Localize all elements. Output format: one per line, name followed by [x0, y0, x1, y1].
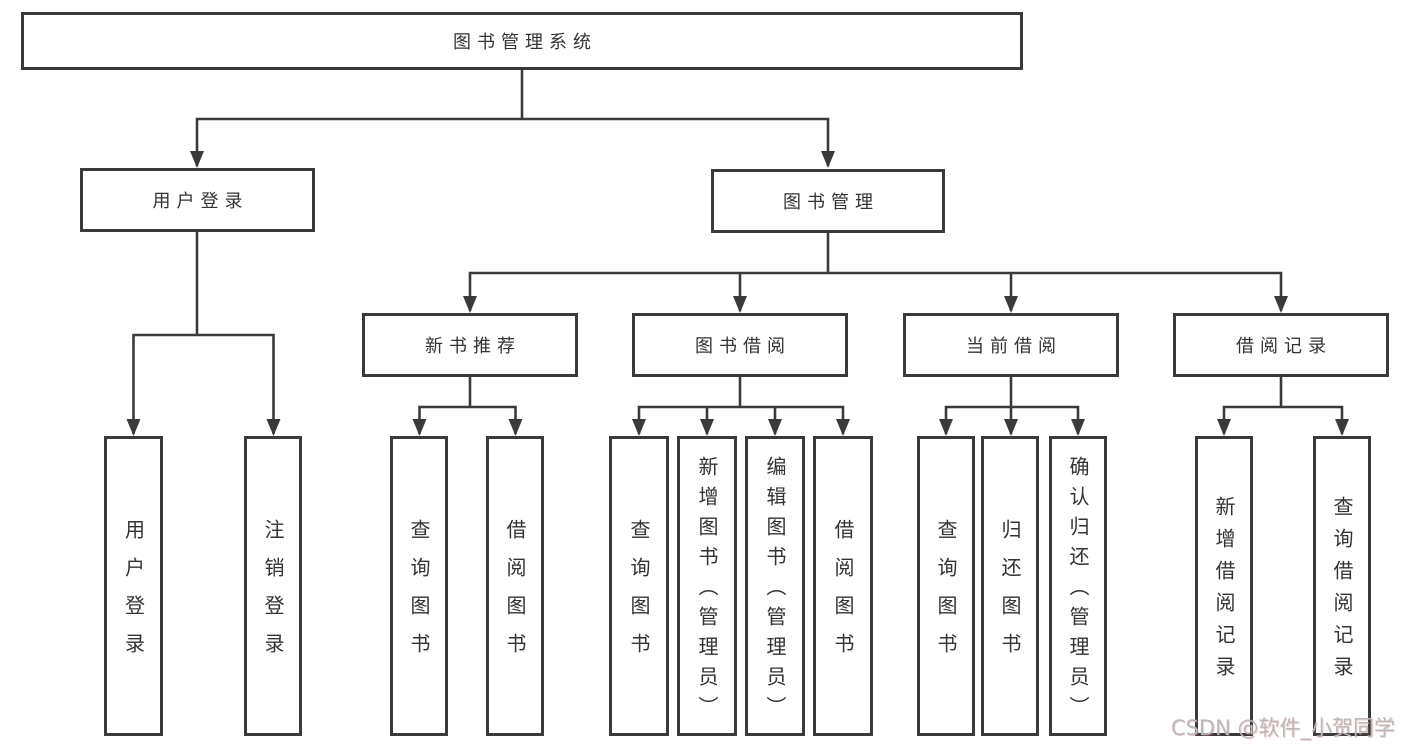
leaf-add-borrow-record-label: 新增借阅记录	[1212, 496, 1236, 688]
leaf-add-borrow-record: 新增借阅记录	[1195, 436, 1253, 736]
leaf-recommend-query-books-label: 查询图书	[407, 519, 431, 671]
leaf-logout: 注销登录	[244, 436, 302, 736]
csdn-watermark: CSDN @软件_小贺同学	[1170, 716, 1395, 740]
node-book-management: 图书管理	[711, 169, 945, 233]
node-current-borrow: 当前借阅	[903, 313, 1119, 377]
leaf-borrow-query-books-label: 查询图书	[627, 519, 651, 671]
leaf-return-books: 归还图书	[981, 436, 1039, 736]
node-new-book-recommend-label: 新书推荐	[425, 336, 521, 357]
leaf-return-books-label: 归还图书	[998, 519, 1022, 671]
leaf-query-borrow-record-label: 查询借阅记录	[1330, 496, 1354, 688]
leaf-confirm-return-admin-label: 确认归还（管理员）	[1066, 456, 1090, 726]
leaf-user-login-label: 用户登录	[121, 519, 146, 671]
node-user-login-label: 用户登录	[152, 191, 249, 212]
node-new-book-recommend: 新书推荐	[362, 313, 578, 377]
leaf-edit-books-admin-label: 编辑图书（管理员）	[763, 456, 787, 726]
node-root: 图书管理系统	[21, 12, 1023, 70]
node-borrow-records: 借阅记录	[1173, 313, 1389, 377]
leaf-current-query-books-label: 查询图书	[934, 519, 958, 671]
leaf-add-books-admin-label: 新增图书（管理员）	[695, 456, 719, 726]
node-user-login: 用户登录	[80, 168, 315, 232]
leaf-logout-label: 注销登录	[261, 519, 285, 671]
leaf-edit-books-admin: 编辑图书（管理员）	[745, 436, 805, 736]
connector-segments	[132, 70, 1344, 434]
leaf-recommend-query-books: 查询图书	[390, 436, 448, 736]
leaf-borrow-query-books: 查询图书	[609, 436, 669, 736]
node-book-borrow-label: 图书借阅	[695, 336, 791, 357]
node-book-management-label: 图书管理	[783, 192, 879, 213]
node-current-borrow-label: 当前借阅	[966, 336, 1062, 357]
node-root-label: 图书管理系统	[453, 32, 597, 53]
leaf-confirm-return-admin: 确认归还（管理员）	[1049, 436, 1107, 736]
node-borrow-records-label: 借阅记录	[1236, 336, 1332, 357]
leaf-recommend-borrow-books-label: 借阅图书	[503, 519, 527, 671]
leaf-user-login: 用户登录	[104, 436, 163, 736]
leaf-add-books-admin: 新增图书（管理员）	[677, 436, 737, 736]
leaf-recommend-borrow-books: 借阅图书	[486, 436, 544, 736]
leaf-borrow-books-label: 借阅图书	[831, 519, 855, 671]
node-book-borrow: 图书借阅	[632, 313, 848, 377]
leaf-query-borrow-record: 查询借阅记录	[1313, 436, 1371, 736]
leaf-current-query-books: 查询图书	[917, 436, 975, 736]
leaf-borrow-books: 借阅图书	[813, 436, 873, 736]
